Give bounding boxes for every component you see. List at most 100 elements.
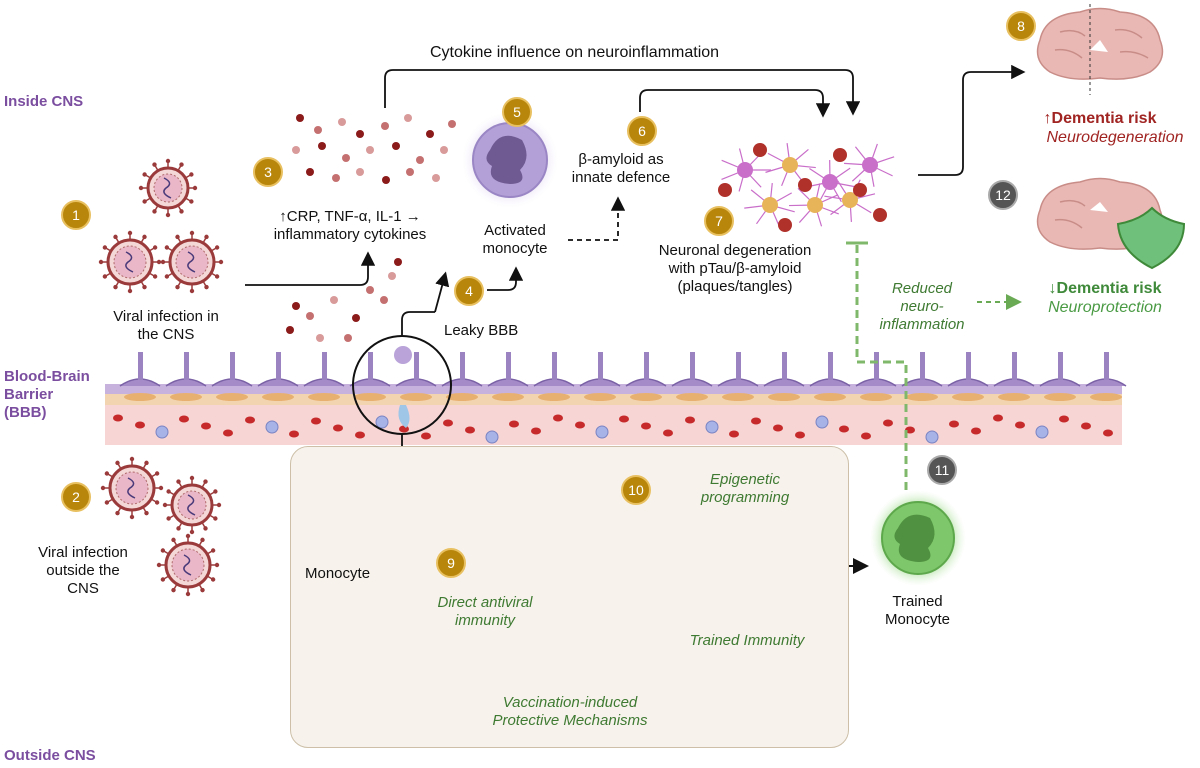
virus-spike-tip xyxy=(189,529,195,535)
cytokine-dot xyxy=(352,314,360,322)
label-line: Epigenetic xyxy=(709,471,781,488)
virus-spike-tip xyxy=(152,274,158,279)
cytokine-influence-arrow xyxy=(384,69,861,116)
label-line: with pTau/β-amyloid xyxy=(668,260,802,277)
endothelial-cell xyxy=(1039,378,1081,387)
virus-spike-tip xyxy=(152,162,157,167)
pericyte xyxy=(492,393,524,401)
pericyte xyxy=(308,393,340,401)
cytokine-dot xyxy=(404,114,412,122)
pericyte xyxy=(860,393,892,401)
virus-spike-tip xyxy=(104,471,110,476)
virus-spike-tip xyxy=(189,288,195,294)
virus-spike-tip xyxy=(204,234,209,240)
red-blood-cell xyxy=(971,427,981,435)
cytokine-dot xyxy=(318,142,326,150)
virus-spike-tip xyxy=(113,284,118,290)
red-blood-cell xyxy=(1015,421,1025,429)
badge-1: 1 xyxy=(61,200,91,230)
neuron-body xyxy=(862,157,878,173)
amyloid-plaque xyxy=(798,178,812,192)
label-line: innate defence xyxy=(571,169,671,186)
cytokine-dot xyxy=(330,296,338,304)
red-blood-cell xyxy=(795,431,805,439)
endothelial-stalk xyxy=(184,352,189,380)
monocyte-label: Monocyte xyxy=(305,565,371,582)
endothelial-cell xyxy=(119,378,161,387)
virus-spike-tip xyxy=(164,274,170,279)
cytokine-influence-label: Cytokine influence on neuroinflammation xyxy=(430,44,720,61)
cytokine-dot xyxy=(296,114,304,122)
red-blood-cell xyxy=(1081,422,1091,430)
region-bbb: Blood-Brain Barrier (BBB) xyxy=(4,368,90,422)
endothelial-cell xyxy=(211,378,253,387)
trained-monocyte-label: Trained Monocyte xyxy=(870,593,965,629)
red-blood-cell xyxy=(333,424,343,432)
virus-spike-tip xyxy=(142,284,147,290)
virus-spike-tip xyxy=(214,245,220,250)
red-blood-cell xyxy=(289,430,299,438)
pericyte xyxy=(216,393,248,401)
pericyte xyxy=(676,393,708,401)
bbb-label-line: Blood-Brain xyxy=(4,368,90,385)
virus-rna xyxy=(127,477,136,499)
endothelial-stalk xyxy=(736,352,741,380)
red-blood-cell xyxy=(883,419,893,427)
pericyte xyxy=(538,393,570,401)
virus-spike-tip xyxy=(162,502,168,508)
vaccination-label: Vaccination-induced Protective Mechanism… xyxy=(470,694,670,730)
label-line: programming xyxy=(700,489,790,506)
red-blood-cell xyxy=(619,415,629,423)
label-line: (plaques/tangles) xyxy=(677,278,793,295)
virus-spike-tip xyxy=(129,456,135,462)
endothelial-stalk xyxy=(874,352,879,380)
virus-core xyxy=(171,548,205,582)
virus-spike-tip xyxy=(176,479,181,484)
neuron-body xyxy=(737,162,753,178)
red-blood-cell xyxy=(641,422,651,430)
virus-spike-tip xyxy=(204,284,209,290)
virus-spike-tip xyxy=(171,537,176,543)
virus-particle xyxy=(98,230,162,294)
cytokine-dot xyxy=(382,176,390,184)
badge-10: 10 xyxy=(621,475,651,505)
amyloid-plaque xyxy=(753,143,767,157)
label-line: Direct antiviral xyxy=(437,594,533,611)
dementia-risk-up-label: ↑Dementia risk xyxy=(1043,110,1157,127)
reduced-inflammation-path xyxy=(855,243,908,490)
label-line: inflammatory cytokines xyxy=(273,226,427,243)
virus-spike-tip xyxy=(189,199,194,204)
virus-spike-tip xyxy=(100,485,106,491)
virus-spike-tip xyxy=(200,537,205,543)
red-blood-cell xyxy=(113,414,123,422)
virus-spike-tip xyxy=(175,284,180,290)
virus-core xyxy=(153,173,183,203)
endothelial-stalk xyxy=(782,352,787,380)
cytokine-dot xyxy=(448,120,456,128)
virus-spike-tip xyxy=(210,548,216,553)
virus-spike-tip xyxy=(213,516,218,521)
virus-spike-tip xyxy=(98,259,104,265)
blood-immune-cell xyxy=(485,430,499,444)
infection-to-cytokine-arrow xyxy=(245,251,376,286)
neuron-body xyxy=(842,192,858,208)
virus-spike-tip xyxy=(165,212,171,218)
red-blood-cell xyxy=(1059,415,1069,423)
virus-spike-tip xyxy=(189,475,195,481)
virus-rna xyxy=(187,251,196,273)
endothelial-stalk xyxy=(1104,352,1109,380)
amyloid-plaque xyxy=(778,218,792,232)
virus-spike-tip xyxy=(210,577,216,582)
pericyte xyxy=(446,393,478,401)
blood-immune-cell xyxy=(815,415,829,429)
red-blood-cell xyxy=(663,429,673,437)
virus-rna xyxy=(125,251,134,273)
red-blood-cell xyxy=(399,425,409,433)
virus-spike-tip xyxy=(138,185,144,191)
endothelial-cell xyxy=(625,378,667,387)
red-blood-cell xyxy=(421,432,431,440)
virus-particle xyxy=(100,456,164,520)
shield-icon xyxy=(1116,206,1186,270)
virus-spike-tip xyxy=(171,587,176,593)
blood-immune-cell xyxy=(925,430,939,444)
